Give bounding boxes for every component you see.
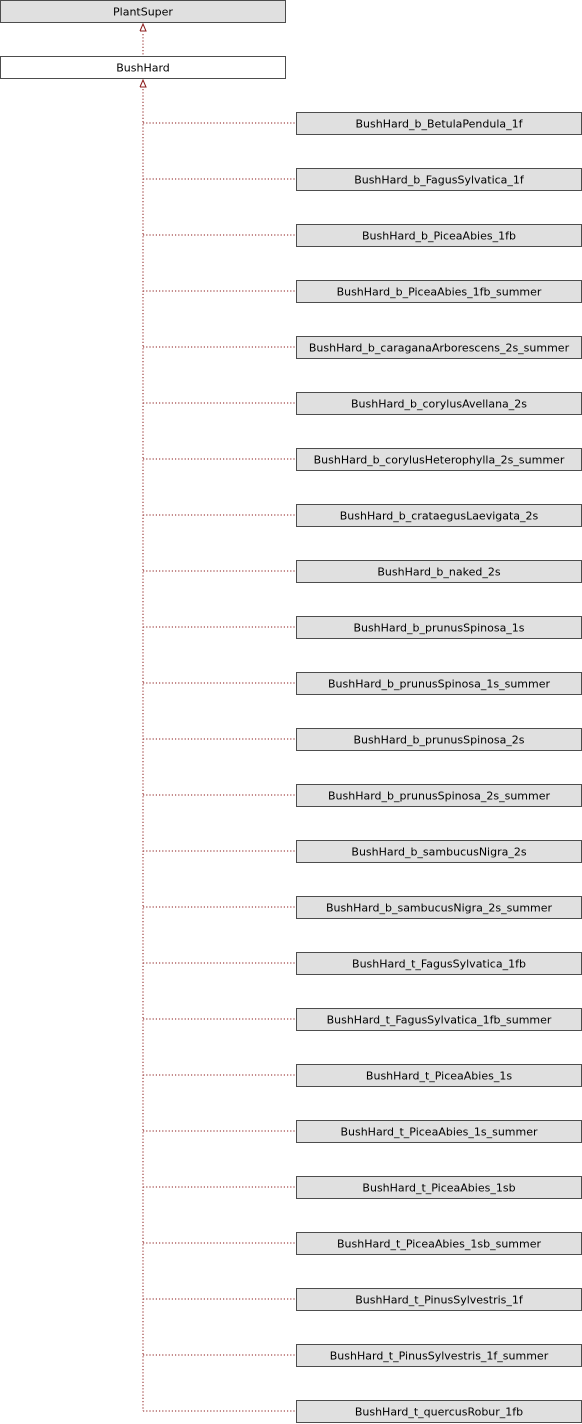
node-child-18[interactable]: BushHard_t_PiceaAbies_1s	[296, 1064, 582, 1087]
node-child-5[interactable]: BushHard_b_caraganaArborescens_2s_summer	[296, 336, 582, 359]
node-child-3[interactable]: BushHard_b_PiceaAbies_1fb	[296, 224, 582, 247]
node-child-label: BushHard_t_PiceaAbies_1s	[366, 1070, 512, 1083]
node-child-17[interactable]: BushHard_t_FagusSylvatica_1fb_summer	[296, 1008, 582, 1031]
node-child-label: BushHard_b_caraganaArborescens_2s_summer	[309, 342, 570, 355]
node-child-label: BushHard_t_PinusSylvestris_1f_summer	[330, 1350, 549, 1363]
node-child-9[interactable]: BushHard_b_naked_2s	[296, 560, 582, 583]
edge-bushhard-to-plantsuper	[139, 22, 147, 56]
child-nodes: BushHard_b_BetulaPendula_1fBushHard_b_Fa…	[143, 112, 582, 1423]
node-child-label: BushHard_b_prunusSpinosa_1s_summer	[328, 678, 551, 691]
node-child-24[interactable]: BushHard_t_quercusRobur_1fb	[296, 1400, 582, 1423]
node-plantsuper[interactable]: PlantSuper	[0, 0, 286, 23]
node-child-label: BushHard_t_PiceaAbies_1s_summer	[340, 1126, 538, 1139]
node-label-plantsuper: PlantSuper	[113, 6, 173, 19]
node-child-label: BushHard_t_PiceaAbies_1sb_summer	[337, 1238, 542, 1251]
node-child-13[interactable]: BushHard_b_prunusSpinosa_2s_summer	[296, 784, 582, 807]
node-child-label: BushHard_b_prunusSpinosa_2s	[353, 734, 524, 747]
node-child-14[interactable]: BushHard_b_sambucusNigra_2s	[296, 840, 582, 863]
node-child-label: BushHard_t_quercusRobur_1fb	[355, 1406, 523, 1419]
node-child-label: BushHard_b_prunusSpinosa_1s	[353, 622, 524, 635]
node-child-2[interactable]: BushHard_b_FagusSylvatica_1f	[296, 168, 582, 191]
node-child-19[interactable]: BushHard_t_PiceaAbies_1s_summer	[296, 1120, 582, 1143]
node-child-20[interactable]: BushHard_t_PiceaAbies_1sb	[296, 1176, 582, 1199]
node-child-6[interactable]: BushHard_b_corylusAvellana_2s	[296, 392, 582, 415]
node-child-label: BushHard_t_PiceaAbies_1sb	[362, 1182, 515, 1195]
node-child-label: BushHard_b_BetulaPendula_1f	[355, 118, 523, 131]
node-child-label: BushHard_b_crataegusLaevigata_2s	[340, 510, 539, 523]
node-child-label: BushHard_b_PiceaAbies_1fb	[362, 230, 516, 243]
node-child-23[interactable]: BushHard_t_PinusSylvestris_1f_summer	[296, 1344, 582, 1367]
node-child-12[interactable]: BushHard_b_prunusSpinosa_2s	[296, 728, 582, 751]
node-child-21[interactable]: BushHard_t_PiceaAbies_1sb_summer	[296, 1232, 582, 1255]
edge-trunk	[139, 78, 147, 1411]
node-child-22[interactable]: BushHard_t_PinusSylvestris_1f	[296, 1288, 582, 1311]
node-child-10[interactable]: BushHard_b_prunusSpinosa_1s	[296, 616, 582, 639]
node-child-label: BushHard_b_sambucusNigra_2s_summer	[326, 902, 553, 915]
node-child-4[interactable]: BushHard_b_PiceaAbies_1fb_summer	[296, 280, 582, 303]
node-child-label: BushHard_t_FagusSylvatica_1fb_summer	[327, 1014, 552, 1027]
node-child-label: BushHard_t_PinusSylvestris_1f	[355, 1294, 524, 1307]
node-child-label: BushHard_b_corylusAvellana_2s	[351, 398, 527, 411]
node-bushhard[interactable]: BushHard	[0, 56, 286, 79]
node-child-label: BushHard_b_FagusSylvatica_1f	[354, 174, 525, 187]
node-child-16[interactable]: BushHard_t_FagusSylvatica_1fb	[296, 952, 582, 975]
node-child-1[interactable]: BushHard_b_BetulaPendula_1f	[296, 112, 582, 135]
node-child-label: BushHard_t_FagusSylvatica_1fb	[352, 958, 526, 971]
node-child-7[interactable]: BushHard_b_corylusHeterophylla_2s_summer	[296, 448, 582, 471]
node-child-label: BushHard_b_corylusHeterophylla_2s_summer	[314, 454, 565, 467]
node-child-label: BushHard_b_naked_2s	[377, 566, 500, 579]
node-child-label: BushHard_b_sambucusNigra_2s	[351, 846, 526, 859]
node-child-label: BushHard_b_PiceaAbies_1fb_summer	[337, 286, 542, 299]
node-child-11[interactable]: BushHard_b_prunusSpinosa_1s_summer	[296, 672, 582, 695]
node-child-15[interactable]: BushHard_b_sambucusNigra_2s_summer	[296, 896, 582, 919]
node-label-bushhard: BushHard	[116, 62, 170, 75]
node-child-8[interactable]: BushHard_b_crataegusLaevigata_2s	[296, 504, 582, 527]
node-child-label: BushHard_b_prunusSpinosa_2s_summer	[328, 790, 551, 803]
